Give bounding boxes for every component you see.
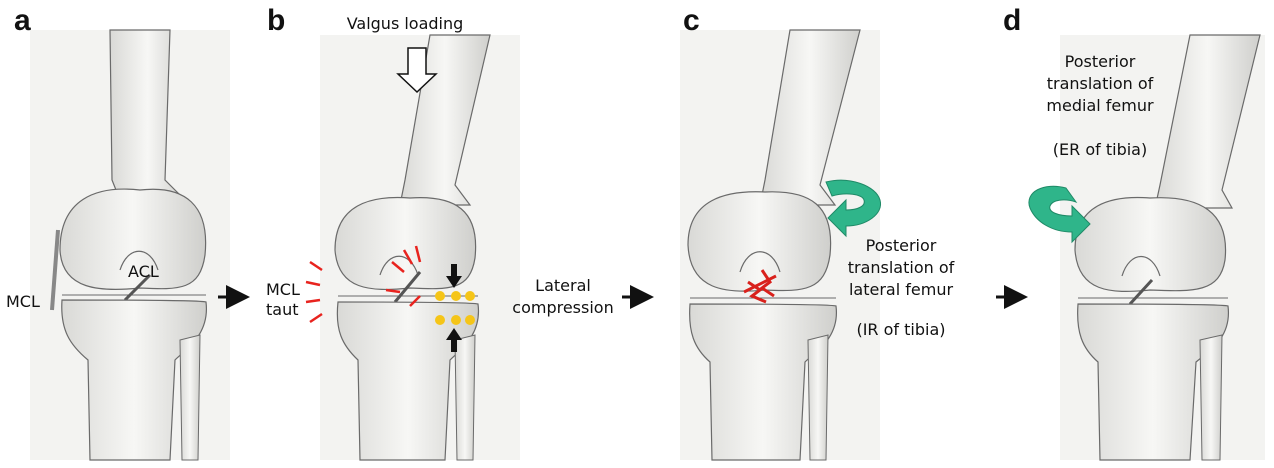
panel-letter-a: a xyxy=(14,4,31,37)
label-d-medial-femur: medial femur xyxy=(1046,96,1154,115)
label-valgus-loading: Valgus loading xyxy=(346,14,464,33)
label-a-acl: ACL xyxy=(128,262,159,281)
panel-letter-d: d xyxy=(1003,4,1022,37)
panel-letter-b: b xyxy=(267,4,286,37)
label-d-translation: translation of xyxy=(1046,74,1154,93)
label-compression: compression xyxy=(512,298,614,317)
rotation-arrow-c xyxy=(825,179,882,238)
compression-marks xyxy=(435,291,475,325)
label-c-ir-tibia: (IR of tibia) xyxy=(856,320,946,339)
label-b-mcl: MCL xyxy=(266,280,300,299)
label-lateral: Lateral xyxy=(535,276,591,295)
panel-b-knee xyxy=(320,34,520,461)
panel-letter-c: c xyxy=(683,4,700,37)
label-c-lateral-femur: lateral femur xyxy=(848,280,954,299)
label-c-posterior: Posterior xyxy=(865,236,937,255)
label-b-taut: taut xyxy=(266,300,299,319)
mcl-strain-marks xyxy=(305,245,422,324)
compression-arrows xyxy=(446,264,462,352)
label-a-mcl: MCL xyxy=(6,292,40,311)
valgus-arrow xyxy=(396,47,438,94)
rotation-arrow-d xyxy=(1028,185,1091,244)
acl-tear xyxy=(743,269,777,304)
panel-a-knee xyxy=(30,29,230,461)
label-c-translation: translation of xyxy=(847,258,955,277)
panel-c-knee xyxy=(680,29,880,461)
label-d-posterior: Posterior xyxy=(1064,52,1136,71)
panel-d-knee xyxy=(1060,34,1265,461)
label-d-er-tibia: (ER of tibia) xyxy=(1052,140,1148,159)
